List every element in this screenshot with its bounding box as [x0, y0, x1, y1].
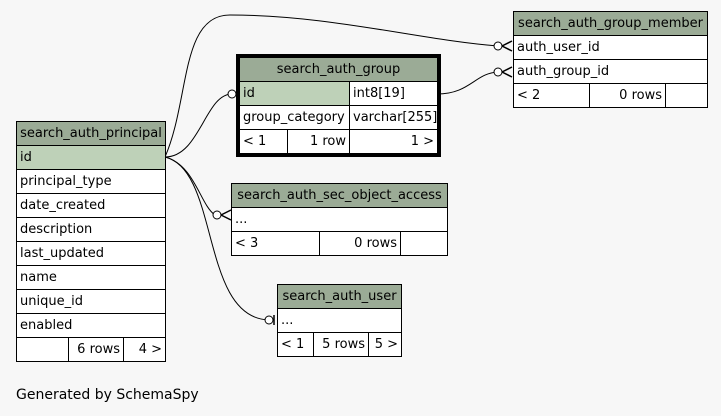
children-count[interactable]: 1 > [348, 129, 439, 154]
row-count: 1 row [287, 129, 350, 154]
parents-count [16, 337, 69, 362]
row-count: 0 rows [589, 83, 666, 108]
table-search-auth-group[interactable]: search_auth_group id int8[19] group_cate… [235, 54, 442, 157]
table-title[interactable]: search_auth_group_member [513, 11, 708, 36]
table-search-auth-group-member[interactable]: search_auth_group_member auth_user_id au… [513, 11, 708, 108]
column-date-created[interactable]: date_created [15, 193, 167, 218]
table-search-auth-principal[interactable]: search_auth_principal id principal_type … [15, 121, 167, 362]
table-title[interactable]: search_auth_sec_object_access [230, 183, 449, 208]
children-count[interactable]: 4 > [122, 337, 167, 362]
optional-end [227, 89, 237, 99]
children-count [665, 83, 708, 108]
row-count: 5 rows [313, 332, 369, 357]
table-title[interactable]: search_auth_principal [15, 121, 167, 146]
row-count: 6 rows [68, 337, 124, 362]
column-last-updated[interactable]: last_updated [15, 241, 167, 266]
row-count: 0 rows [319, 231, 401, 256]
column-principal-type[interactable]: principal_type [15, 169, 167, 194]
table-title[interactable]: search_auth_group [238, 57, 439, 82]
column-ellipsis[interactable]: ... [276, 308, 403, 333]
table-title[interactable]: search_auth_user [276, 284, 403, 309]
column-id[interactable]: id [15, 145, 167, 170]
column-group-category[interactable]: group_category [239, 105, 350, 130]
column-description[interactable]: description [15, 217, 167, 242]
column-unique-id[interactable]: unique_id [15, 289, 167, 314]
column-id-type: int8[19] [348, 81, 439, 106]
table-search-auth-sec-object-access[interactable]: search_auth_sec_object_access ... < 3 0 … [230, 183, 449, 256]
column-name[interactable]: name [15, 265, 167, 290]
column-group-category-type: varchar[255] [348, 105, 439, 130]
column-auth-group-id[interactable]: auth_group_id [513, 59, 708, 84]
children-count[interactable]: 5 > [367, 332, 403, 357]
parents-count[interactable]: < 1 [239, 129, 288, 154]
column-auth-user-id[interactable]: auth_user_id [513, 35, 708, 60]
table-search-auth-user[interactable]: search_auth_user ... < 1 5 rows 5 > [276, 284, 403, 357]
parents-count[interactable]: < 2 [513, 83, 590, 108]
parents-count[interactable]: < 3 [231, 231, 320, 256]
column-ellipsis[interactable]: ... [230, 207, 449, 232]
column-id[interactable]: id [239, 81, 350, 106]
generated-by-text: Generated by SchemaSpy [16, 387, 199, 403]
parents-count[interactable]: < 1 [277, 332, 314, 357]
children-count [399, 231, 449, 256]
column-enabled[interactable]: enabled [15, 313, 167, 338]
